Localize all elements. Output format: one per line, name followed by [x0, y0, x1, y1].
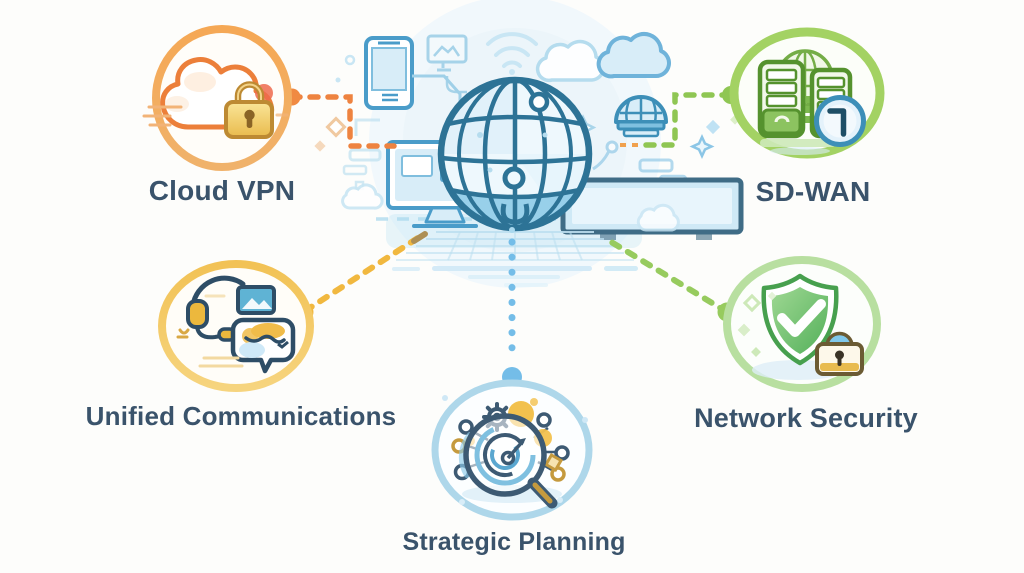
dome-globe-icon: [614, 95, 668, 138]
strategic-planning-node: [431, 379, 593, 521]
floor-streaks: [392, 266, 638, 287]
cloud-vpn-node: [142, 25, 292, 171]
mini-monitor-icon: [426, 34, 468, 94]
network-security-label: Network Security: [694, 403, 918, 433]
floor-grid: [396, 231, 634, 261]
sd-wan-node: [729, 27, 885, 159]
circuit-decor-left: [342, 118, 382, 191]
shield-check-lock-icon: [737, 273, 864, 380]
network-security-connector: [605, 237, 737, 322]
servers-clock-icon: [757, 49, 866, 155]
cloud-vpn-label: Cloud VPN: [148, 175, 296, 206]
monitor-right-icon: [560, 177, 744, 240]
wifi-icon: [486, 32, 538, 75]
cloud-lock-icon: [142, 57, 289, 139]
cloud-blue-icon: [596, 31, 671, 79]
strategic-planning-label: Strategic Planning: [402, 528, 626, 556]
globe-icon: [437, 76, 593, 232]
network-security-node: [723, 256, 881, 392]
cloud-small-left-icon: [341, 183, 384, 210]
phone-icon: [364, 36, 462, 120]
unified-communications-node: [158, 260, 314, 392]
magnifier-gears-icon: [442, 395, 588, 509]
cloud-small-right-icon: [636, 203, 680, 232]
unified-communications-label: Unified Communications: [85, 401, 397, 431]
headset-chat-icon: [176, 275, 296, 374]
magnifier-icon: [463, 413, 558, 509]
sd-wan-label: SD-WAN: [755, 176, 871, 207]
